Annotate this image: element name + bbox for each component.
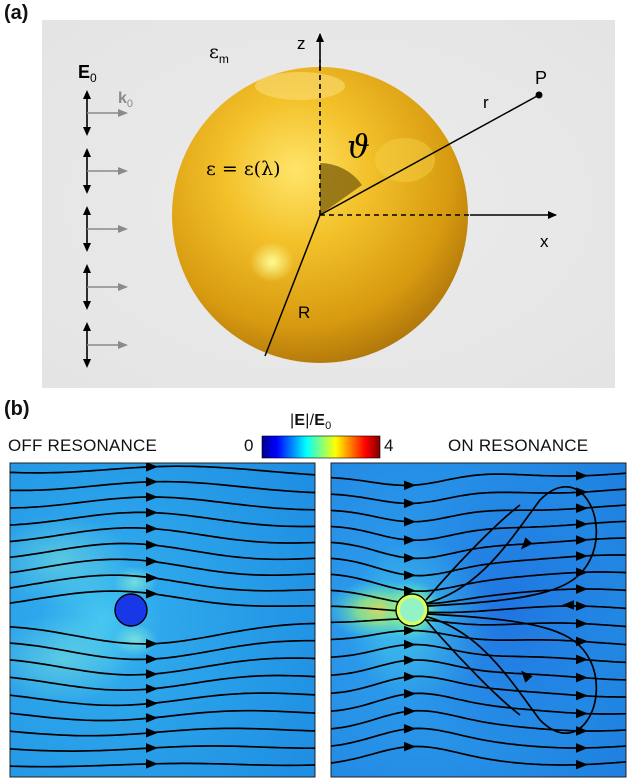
on-streamlines: [331, 470, 626, 770]
incident-wave-arrows: [83, 90, 128, 368]
point-p-label: P: [535, 68, 547, 88]
incident-arrow-pair: [83, 148, 128, 194]
colorbar-min-label: 0: [244, 436, 254, 455]
off-streamlines: [10, 463, 315, 769]
field-maps: [9, 435, 627, 778]
on-resonance-map: [330, 462, 627, 778]
panel-a-label: (a): [4, 2, 29, 24]
sphere-geometry-diagram: E0 k0 εm ε = ε(λ) ϑ z x R r P: [42, 20, 615, 388]
r-vector: [319, 94, 540, 216]
panel-b-label: (b): [4, 398, 30, 420]
point-p: [535, 91, 543, 99]
radius-label: R: [298, 303, 310, 322]
colorbar: [261, 435, 381, 459]
incident-arrow-pair: [83, 90, 128, 136]
theta-symbol: ϑ: [347, 127, 370, 165]
wave-label: k0: [118, 90, 133, 110]
medium-label: εm: [209, 41, 229, 66]
z-axis-label: z: [297, 34, 306, 53]
field-label: E0: [78, 62, 97, 85]
sphere-highlight: [250, 242, 294, 282]
on-resonance-title: ON RESONANCE: [448, 436, 589, 455]
theta-wedge: [320, 163, 362, 215]
off-resonance-title: OFF RESONANCE: [8, 436, 158, 455]
radius-line: [264, 214, 321, 357]
colorbar-max-label: 4: [384, 436, 394, 455]
off-resonance-map: [9, 462, 316, 778]
x-axis-label: x: [540, 232, 549, 251]
colorbar-title: |E|/E0: [290, 412, 332, 433]
incident-arrow-pair: [83, 264, 128, 310]
r-label: r: [483, 93, 489, 112]
incident-arrow-pair: [83, 322, 128, 368]
incident-arrow-pair: [83, 206, 128, 252]
permittivity-label: ε = ε(λ): [206, 158, 281, 180]
off-particle: [114, 593, 148, 627]
